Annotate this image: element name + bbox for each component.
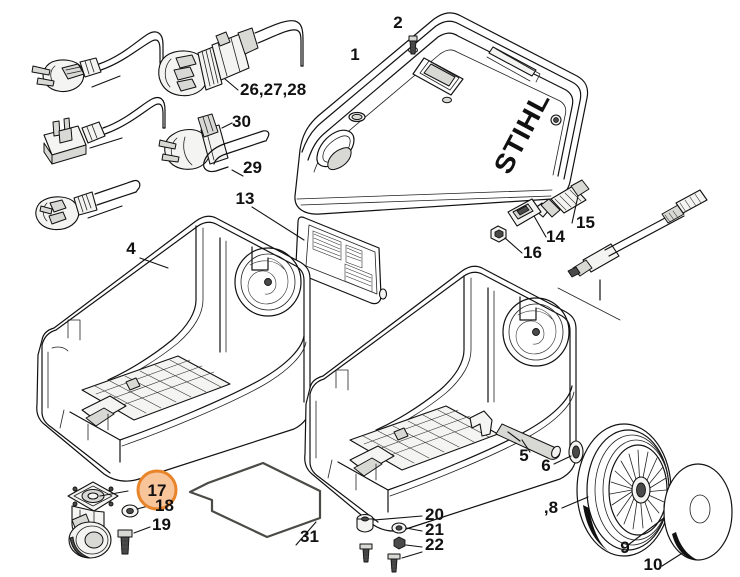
callout-label-21: 21 bbox=[425, 520, 444, 539]
callout-label-19: 19 bbox=[152, 515, 171, 534]
callout-label-16: 16 bbox=[523, 243, 542, 262]
nut-small bbox=[393, 536, 423, 550]
axle-washer bbox=[553, 440, 584, 465]
callout-label-17: 17 bbox=[148, 481, 167, 500]
fan-shroud-right bbox=[502, 297, 570, 367]
switch-plate bbox=[507, 198, 547, 238]
wheel-hub-cap bbox=[661, 463, 733, 567]
screw-22 bbox=[387, 551, 423, 573]
fan-shroud-left bbox=[234, 247, 302, 317]
callout-label-22: 22 bbox=[425, 535, 444, 554]
plug-au-straight bbox=[35, 179, 141, 231]
caster-screw bbox=[117, 526, 151, 555]
wheel-axle bbox=[495, 423, 561, 460]
callout-label-9: 9 bbox=[620, 538, 629, 557]
callout-label-26-27-28: 26,27,28 bbox=[240, 80, 306, 99]
plug-schuko-with-relief bbox=[158, 113, 270, 177]
wheel-spokes bbox=[609, 449, 667, 530]
axle-bracket bbox=[469, 410, 493, 437]
callout-label-30: 30 bbox=[232, 112, 251, 131]
caster-wheel bbox=[67, 481, 129, 559]
cover-screw bbox=[408, 35, 418, 55]
highlight-circle[interactable] bbox=[136, 469, 178, 511]
callout-label--8: ,8 bbox=[544, 498, 558, 517]
washer bbox=[391, 522, 423, 534]
base-plate bbox=[188, 461, 322, 546]
screw-20-lower bbox=[359, 543, 373, 563]
callout-label-29: 29 bbox=[243, 158, 262, 177]
highlight-marker[interactable] bbox=[136, 469, 178, 511]
callout-label-31: 31 bbox=[300, 527, 319, 546]
callout-label-20: 20 bbox=[425, 505, 444, 524]
housing-shell-left bbox=[36, 215, 311, 482]
rod-valve-assembly bbox=[557, 189, 708, 321]
callout-label-15: 15 bbox=[576, 213, 595, 232]
housing-shell-right bbox=[304, 265, 577, 532]
callout-label-4: 4 bbox=[126, 239, 136, 258]
hex-nut bbox=[490, 225, 523, 254]
callout-label-14: 14 bbox=[546, 227, 565, 246]
housing-cover: STIHL bbox=[294, 12, 589, 215]
connector-nipple bbox=[533, 179, 590, 224]
mount-boss-left bbox=[81, 395, 127, 441]
plug-industrial-ce bbox=[158, 20, 304, 97]
callout-label-1: 1 bbox=[350, 45, 359, 64]
callout-label-10: 10 bbox=[644, 555, 663, 574]
callout-label-13: 13 bbox=[236, 189, 255, 208]
callout-label-6: 6 bbox=[541, 456, 550, 475]
callout-label-2: 2 bbox=[393, 13, 402, 32]
mount-boss-right bbox=[349, 445, 395, 491]
callout-label-5: 5 bbox=[519, 446, 528, 465]
plug-uk-angled bbox=[43, 96, 166, 165]
callout-label-18: 18 bbox=[155, 496, 174, 515]
spacer-bush bbox=[356, 513, 423, 533]
wheel bbox=[561, 423, 672, 557]
